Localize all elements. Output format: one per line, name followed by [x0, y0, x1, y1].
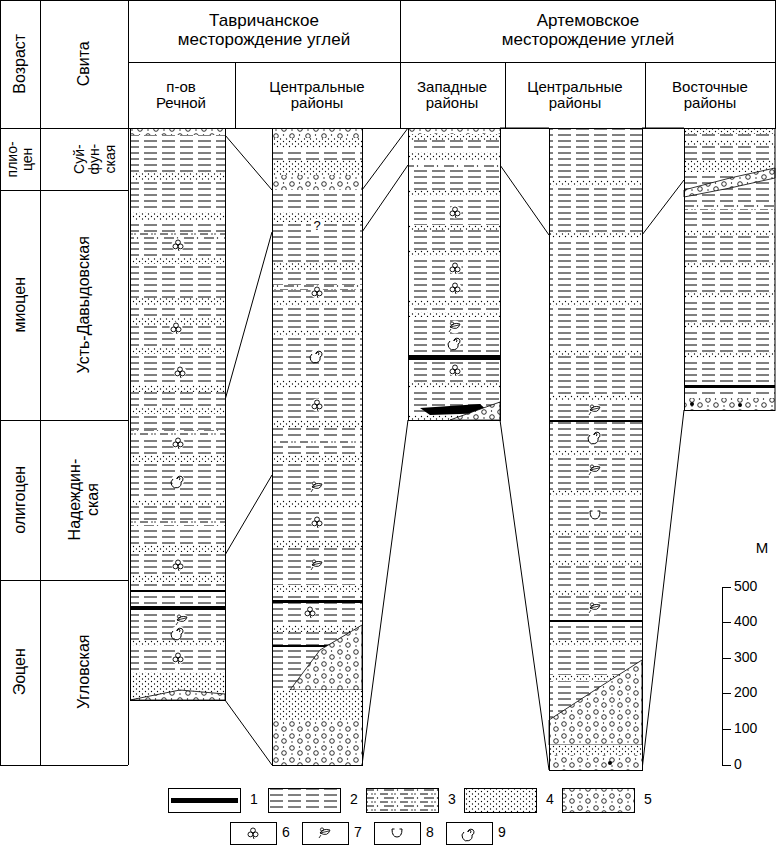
scale-unit: М	[756, 540, 769, 557]
age-label: олигоцен	[11, 425, 29, 575]
age-label: плио- цен	[5, 131, 36, 187]
scale-number: 500	[734, 579, 757, 594]
legend-number: 3	[448, 792, 456, 807]
scale-bar	[722, 587, 731, 766]
column-tavr-central	[272, 128, 363, 766]
district-header: Центральные районы	[267, 79, 367, 112]
suite-label: Надеждин- ская	[66, 450, 101, 550]
correlation-lines	[225, 128, 684, 770]
scale-number: 200	[734, 685, 757, 700]
field-header: Тавричанское месторождение углей	[164, 12, 364, 49]
column-art-central	[549, 128, 643, 771]
suite-label: Угловская	[75, 587, 93, 757]
legend-number: 1	[250, 792, 258, 807]
column-art-west	[408, 128, 501, 421]
scale-number: 400	[734, 614, 757, 629]
age-label: Эоцен	[11, 587, 29, 757]
legend-number: 6	[282, 825, 290, 840]
header-label: Возраст	[11, 4, 29, 124]
column-art-east	[684, 128, 775, 411]
age-label: миоцен	[11, 205, 29, 405]
column-rechnoy	[130, 128, 226, 701]
suite-label: Суй- фун- ская	[72, 131, 118, 187]
field-header: Артемовское месторождение углей	[488, 12, 688, 49]
scale-number: 0	[734, 757, 742, 772]
header-grid	[0, 0, 776, 766]
legend-number: 8	[426, 825, 434, 840]
district-header: п-ов Речной	[146, 79, 216, 112]
legend-number: 5	[644, 792, 652, 807]
suite-label: Усть-Давыдовская	[75, 195, 93, 415]
scale-number: 300	[734, 650, 757, 665]
scale-number: 100	[734, 721, 757, 736]
legend-swatches	[169, 789, 635, 845]
legend-number: 4	[546, 792, 554, 807]
district-header: Западные районы	[405, 79, 500, 112]
legend-number: 2	[350, 792, 358, 807]
uncertain-mark: ?	[311, 219, 322, 233]
header-label: Свита	[75, 4, 93, 124]
legend-number: 7	[354, 825, 362, 840]
district-header: Восточные районы	[660, 79, 760, 112]
legend-number: 9	[498, 825, 506, 840]
district-header: Центральные районы	[525, 79, 625, 112]
